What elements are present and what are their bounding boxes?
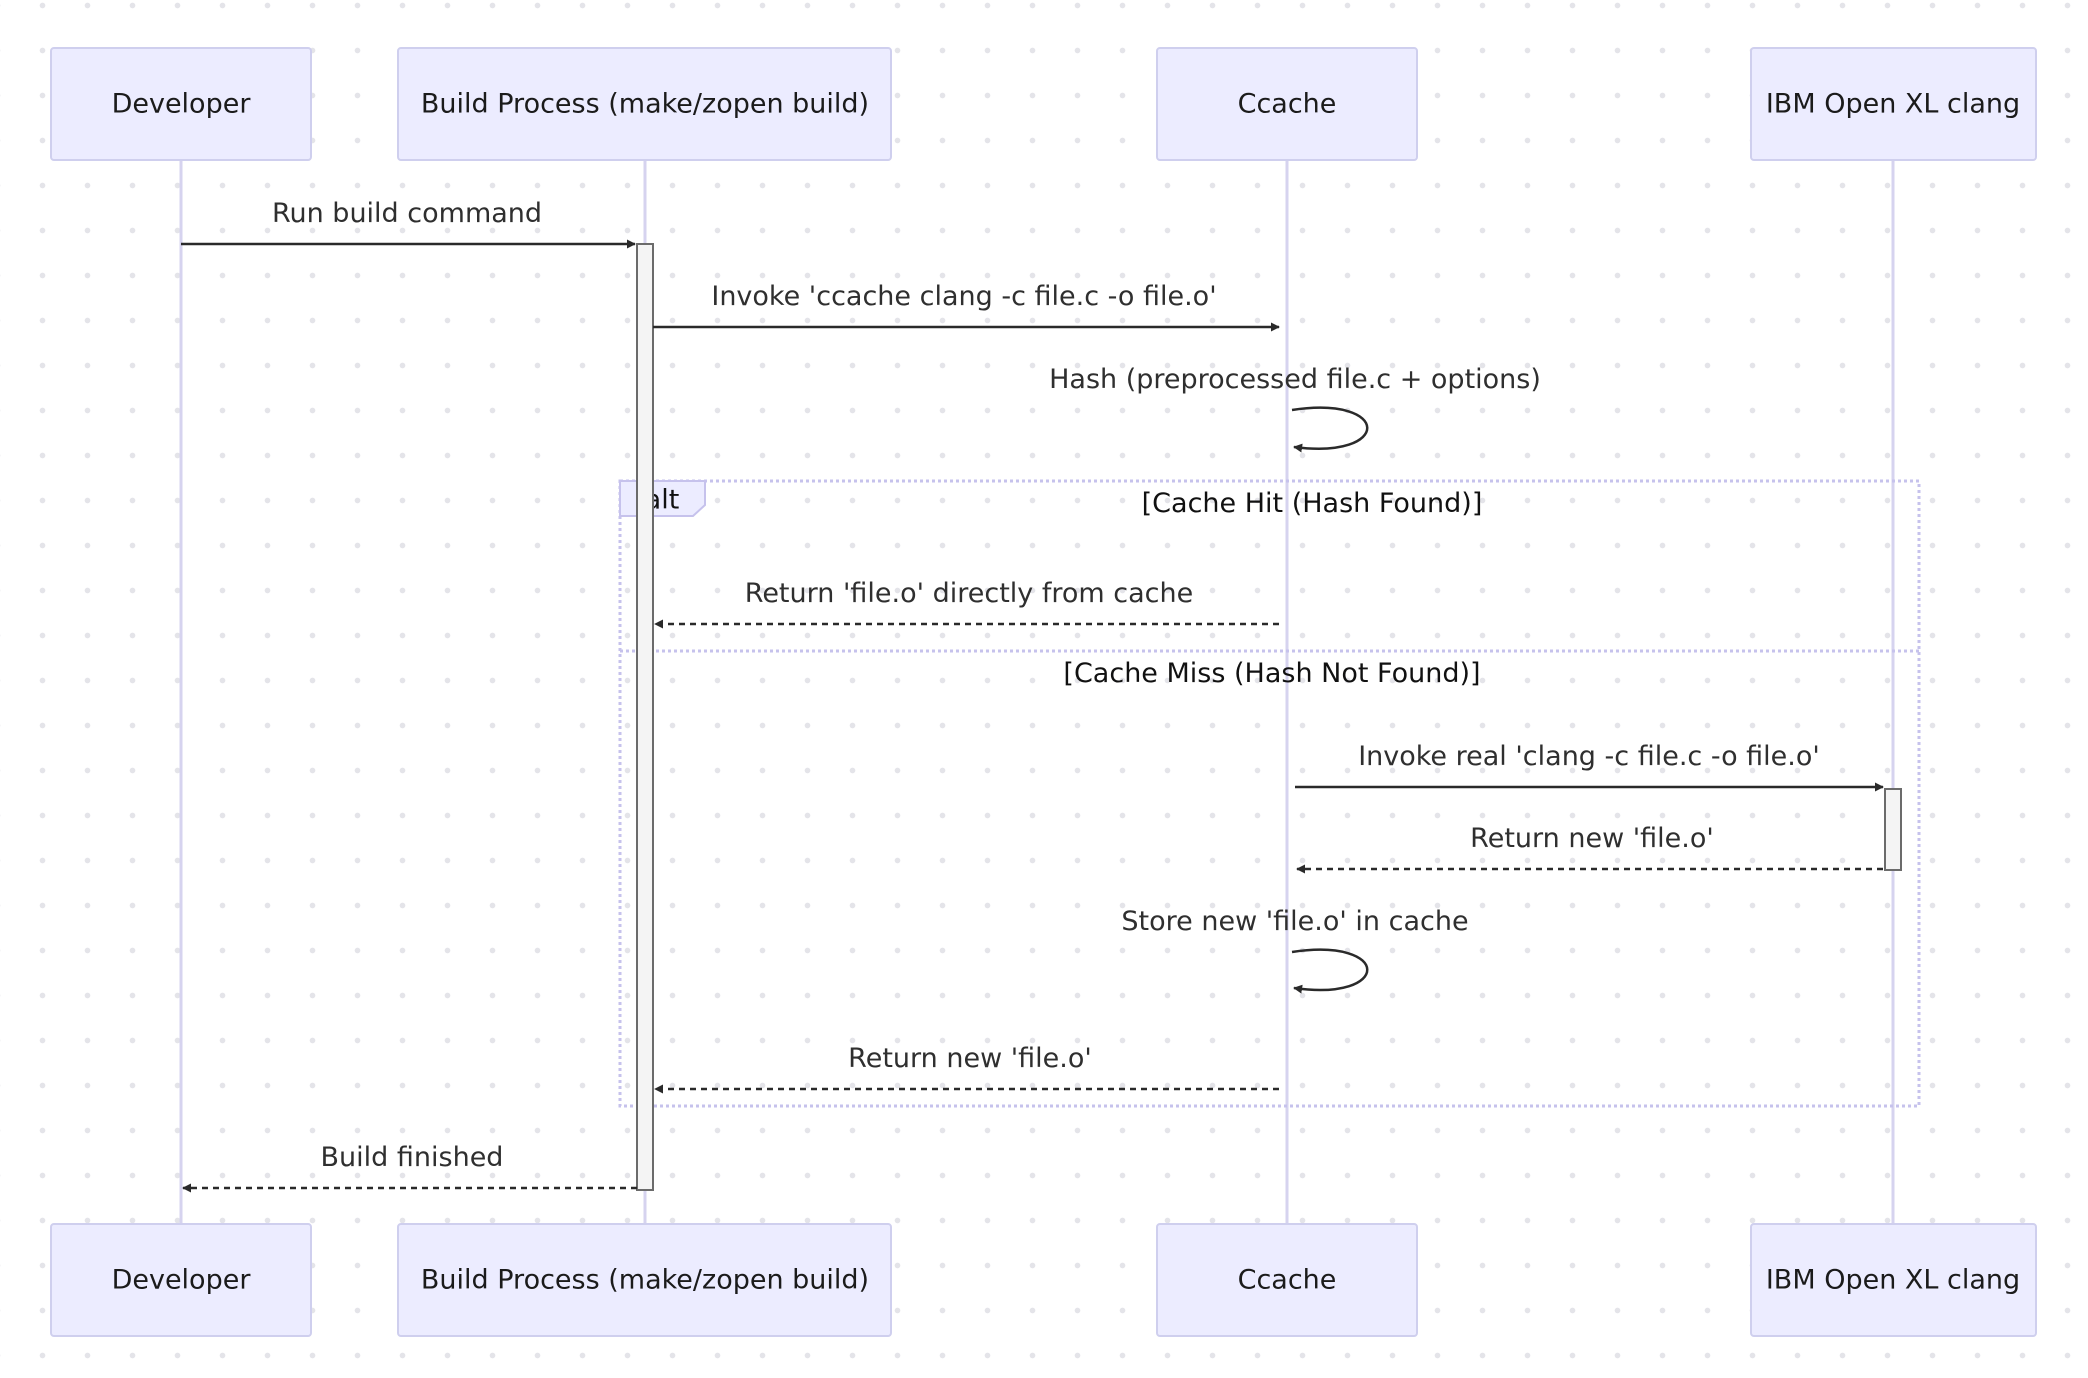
participant-box (50, 1223, 312, 1337)
alt-condition-cache-hit: [Cache Hit (Hash Found)] (1142, 488, 1483, 519)
activation-ibm-clang (1884, 788, 1902, 871)
participant-ccache-bottom: Ccache (1156, 1223, 1418, 1337)
participant-box (1156, 47, 1418, 161)
message-label-invoke-ccache: Invoke 'ccache clang -c file.c -o file.o… (711, 281, 1216, 312)
activation-build-process (636, 243, 654, 1191)
participants-top: Developer Build Process (make/zopen buil… (50, 47, 2037, 161)
participant-label: IBM Open XL clang (1766, 89, 2020, 120)
message-label-return-new: Return new 'file.o' (848, 1043, 1092, 1074)
participant-label: Ccache (1238, 1265, 1337, 1296)
participant-ibm-clang-bottom: IBM Open XL clang (1750, 1223, 2037, 1337)
participant-box (397, 1223, 892, 1337)
message-label-build-finished: Build finished (321, 1142, 504, 1173)
messages: Run build command Invoke 'ccache clang -… (181, 198, 1884, 1193)
participant-label: IBM Open XL clang (1766, 1265, 2020, 1296)
participant-box (50, 47, 312, 161)
message-label-return-cached: Return 'file.o' directly from cache (745, 578, 1193, 609)
participant-label: Ccache (1238, 89, 1337, 120)
participant-ccache-top: Ccache (1156, 47, 1418, 161)
participant-label: Build Process (make/zopen build) (421, 1265, 869, 1296)
activations (636, 243, 1902, 1191)
message-label-hash: Hash (preprocessed file.c + options) (1049, 364, 1541, 395)
message-label-return-from-clang: Return new 'file.o' (1470, 823, 1714, 854)
participant-label: Developer (112, 1265, 252, 1296)
participant-build-process-bottom: Build Process (make/zopen build) (397, 1223, 892, 1337)
participant-developer-bottom: Developer (50, 1223, 312, 1337)
participant-box (1750, 47, 2037, 161)
alt-frame: alt [Cache Hit (Hash Found)] [Cache Miss… (618, 479, 1921, 1108)
participant-label: Build Process (make/zopen build) (421, 89, 869, 120)
participant-label: Developer (112, 89, 252, 120)
participant-box (1156, 1223, 1418, 1337)
message-arrow-hash-self (1291, 406, 1369, 453)
participant-box (1750, 1223, 2037, 1337)
message-arrow-store-self (1291, 948, 1369, 994)
alt-condition-cache-miss: [Cache Miss (Hash Not Found)] (1063, 658, 1480, 689)
message-label-store: Store new 'file.o' in cache (1121, 906, 1468, 937)
participants-bottom: Developer Build Process (make/zopen buil… (50, 1223, 2037, 1337)
participant-build-process-top: Build Process (make/zopen build) (397, 47, 892, 161)
message-label-run-build: Run build command (272, 198, 542, 229)
message-label-invoke-clang: Invoke real 'clang -c file.c -o file.o' (1358, 741, 1820, 772)
participant-box (397, 47, 892, 161)
alt-frame-border (618, 479, 1921, 1108)
participant-developer-top: Developer (50, 47, 312, 161)
participant-ibm-clang-top: IBM Open XL clang (1750, 47, 2037, 161)
